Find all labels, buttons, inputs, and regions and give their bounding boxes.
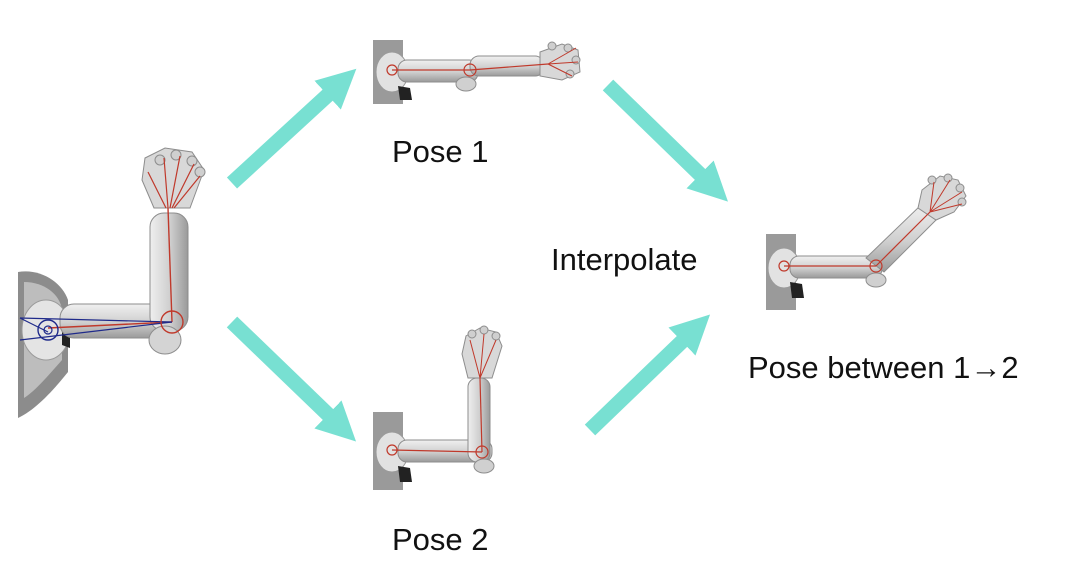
arrow-to-pose-2: [226, 316, 357, 442]
arrow-to-pose-1: [226, 68, 357, 189]
arrow-pose-1-to-result: [602, 79, 728, 202]
pose-1-label: Pose 1: [392, 134, 489, 169]
arm-pose-1-illustration: [373, 40, 581, 104]
arm-interpolated-pose-illustration: [766, 173, 967, 310]
arrow-pose-2-to-result: [584, 314, 711, 436]
result-pose-label: Pose between 1→2: [748, 350, 1019, 385]
interpolate-label: Interpolate: [551, 242, 698, 277]
arm-initial-pose-illustration: [18, 147, 206, 418]
arm-pose-2-illustration: [373, 325, 503, 490]
pose-2-label: Pose 2: [392, 522, 489, 557]
